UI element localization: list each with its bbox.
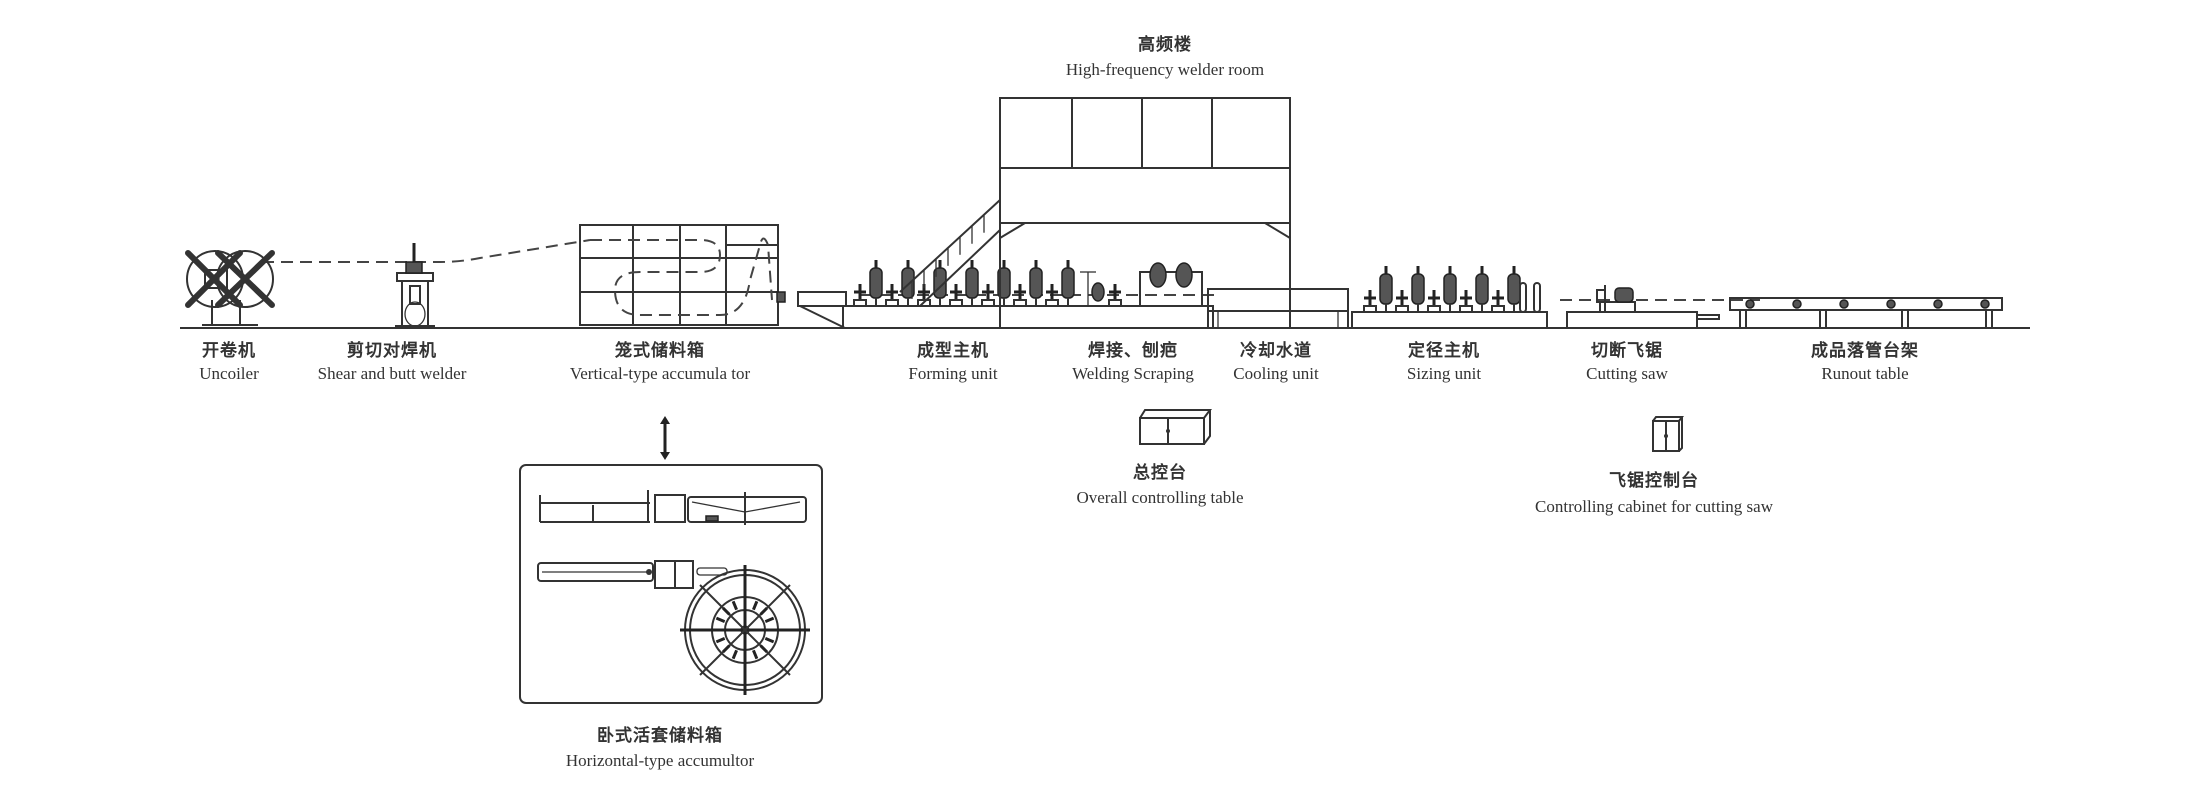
vertical-accumulator-machine xyxy=(579,224,786,326)
roll-stand-horizontal xyxy=(1459,290,1473,313)
hf-room-title-zh: 高频楼 xyxy=(1138,35,1192,55)
wheel-spoke xyxy=(731,600,738,611)
station-label-en: Forming unit xyxy=(908,364,998,383)
roll-stand-horizontal xyxy=(1045,284,1059,307)
overall-controlling-table-icon xyxy=(1139,409,1212,445)
wheel-spoke xyxy=(759,607,768,616)
roll-stand-vertical xyxy=(1475,266,1489,312)
roll-stand-vertical xyxy=(1443,266,1457,312)
roll-stand-vertical xyxy=(1061,260,1075,306)
aux-label-en: Overall controlling table xyxy=(1076,488,1244,507)
cutting-saw-cabinet-icon xyxy=(1652,416,1684,452)
aux-label-zh: 飞锯控制台 xyxy=(1609,471,1699,491)
wheel-spoke xyxy=(759,644,768,653)
station-label-en: Vertical-type accumula tor xyxy=(569,364,751,383)
wheel-spoke xyxy=(764,616,775,623)
roll-stand-vertical xyxy=(1029,260,1043,306)
station-label-zh: 开卷机 xyxy=(202,341,256,361)
roll-stand-vertical xyxy=(965,260,979,306)
runout-table-machine xyxy=(1729,297,2003,329)
sizing-turkshead xyxy=(1533,282,1541,313)
station-label-en: Cutting saw xyxy=(1586,364,1668,383)
station-label-en: Runout table xyxy=(1821,364,1909,383)
wheel-spoke xyxy=(715,637,726,644)
hf-room-title-en: High-frequency welder room xyxy=(1065,60,1265,79)
station-label-zh: 定径主机 xyxy=(1408,341,1480,361)
aux-label-en: Controlling cabinet for cutting saw xyxy=(1535,497,1773,516)
station-label-zh: 成型主机 xyxy=(917,341,989,361)
roll-stand-horizontal xyxy=(1108,284,1122,307)
roll-stand-vertical xyxy=(1507,266,1521,312)
roll-stand-horizontal xyxy=(1363,290,1377,313)
runout-roller xyxy=(1792,299,1802,309)
welding-scraping-machine xyxy=(1080,262,1203,307)
aux-label-zh: 总控台 xyxy=(1133,463,1187,483)
runout-roller xyxy=(1933,299,1943,309)
roll-stand-horizontal xyxy=(981,284,995,307)
alternative-arrow-icon xyxy=(660,416,670,460)
station-label-en: Shear and butt welder xyxy=(317,364,467,383)
cutting-saw-machine xyxy=(1566,285,1720,329)
sizing-turkshead xyxy=(1519,282,1527,313)
station-label-en: Welding Scraping xyxy=(1072,364,1194,383)
roll-stand-horizontal xyxy=(1395,290,1409,313)
station-label-en: Uncoiler xyxy=(199,364,259,383)
wheel-spoke xyxy=(722,607,731,616)
strip-path xyxy=(262,239,1760,301)
wheel-spoke xyxy=(715,616,726,623)
station-label-zh: 剪切对焊机 xyxy=(347,341,437,361)
station-label-zh: 成品落管台架 xyxy=(1811,341,1919,361)
wheel-spoke xyxy=(764,637,775,644)
runout-roller xyxy=(1980,299,1990,309)
aux-label-zh: 卧式活套储料箱 xyxy=(597,726,723,746)
wheel-spoke xyxy=(752,600,759,611)
station-label-zh: 笼式储料箱 xyxy=(615,341,705,361)
cooling-unit-machine xyxy=(1207,288,1349,329)
runout-roller xyxy=(1839,299,1849,309)
roll-stand-vertical xyxy=(901,260,915,306)
roll-stand-horizontal xyxy=(1013,284,1027,307)
hf-welder-room xyxy=(899,97,1291,328)
horizontal-accumulator-inset xyxy=(519,464,823,704)
runout-roller xyxy=(1886,299,1896,309)
station-label-en: Cooling unit xyxy=(1233,364,1319,383)
roll-stand-vertical xyxy=(1379,266,1393,312)
wheel-spoke xyxy=(752,649,759,660)
wheel-spoke xyxy=(722,644,731,653)
roll-stand-horizontal xyxy=(1491,290,1505,313)
station-label-zh: 切断飞锯 xyxy=(1591,341,1663,361)
wheel-spoke xyxy=(731,649,738,660)
station-label-en: Sizing unit xyxy=(1406,364,1482,383)
aux-label-en: Horizontal-type accumultor xyxy=(565,751,755,770)
roll-stand-horizontal xyxy=(1427,290,1441,313)
roll-stand-vertical xyxy=(869,260,883,306)
roll-stand-vertical xyxy=(1411,266,1425,312)
roll-stand-horizontal xyxy=(885,284,899,307)
roll-stand-horizontal xyxy=(853,284,867,307)
sizing-unit-machine xyxy=(1351,266,1548,329)
uncoiler-machine xyxy=(185,250,275,326)
roll-stand-horizontal xyxy=(949,284,963,307)
station-label-zh: 冷却水道 xyxy=(1240,341,1312,361)
shear-butt-welder-machine xyxy=(395,243,435,327)
runout-roller xyxy=(1745,299,1755,309)
station-label-zh: 焊接、刨疤 xyxy=(1088,341,1178,361)
